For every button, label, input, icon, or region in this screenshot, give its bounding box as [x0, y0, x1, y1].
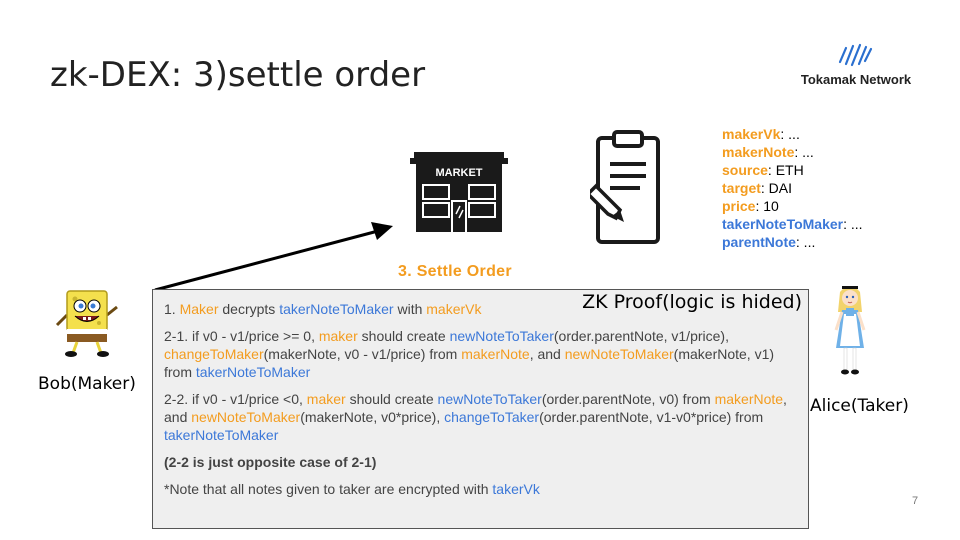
maker-vk-term: makerVk	[426, 301, 482, 317]
param-row: source: ETH	[722, 161, 863, 179]
param-key: source	[722, 162, 768, 178]
text-segment: , and	[529, 346, 565, 362]
text-segment: 1.	[164, 301, 180, 317]
maker-term: maker	[306, 391, 346, 407]
alice-taker-label: Alice(Taker)	[810, 396, 909, 416]
param-value: : ...	[843, 216, 863, 232]
new-note-to-taker-term: newNoteToTaker	[437, 391, 542, 407]
zk-proof-title: ZK Proof(logic is hided)	[582, 291, 802, 313]
param-key: target	[722, 180, 761, 196]
change-to-taker-term: changeToTaker	[444, 409, 540, 425]
settle-order-label: 3. Settle Order	[398, 263, 512, 280]
param-value: : ...	[794, 144, 814, 160]
param-key: makerNote	[722, 144, 795, 160]
page-number: 7	[912, 495, 919, 507]
step-1: 1. Maker decrypts takerNoteToMaker with …	[164, 300, 797, 318]
text-segment: (makerNote, v1) from	[164, 346, 775, 380]
text-segment: (order.parentNote, v1/price),	[553, 328, 729, 344]
param-value: : ...	[795, 234, 816, 250]
maker-term: maker	[318, 328, 358, 344]
maker-note-term: makerNote	[714, 391, 784, 407]
text-segment: (order.parentNote, v0) from	[541, 391, 715, 407]
text-segment: 2-1. if v0 - v1/price >= 0,	[164, 328, 319, 344]
param-row: price: 10	[722, 197, 863, 215]
text-segment: (makerNote, v0*price),	[300, 409, 445, 425]
tokamak-swirl-icon	[838, 43, 873, 67]
param-value: : 10	[755, 198, 779, 214]
param-row: takerNoteToMaker: ...	[722, 215, 863, 233]
alice-taker-avatar	[834, 286, 866, 375]
clipboard-icon	[590, 130, 660, 244]
new-note-to-maker-term: newNoteToMaker	[564, 346, 674, 362]
text-segment: *Note that all notes given to taker are …	[164, 481, 493, 497]
change-to-maker-term: changeToMaker	[164, 346, 264, 362]
bob-maker-label: Bob(Maker)	[38, 374, 136, 394]
order-params-list: makerVk: ... makerNote: ... source: ETH …	[722, 125, 863, 251]
param-value: : DAI	[760, 180, 793, 196]
new-note-to-maker-term: newNoteToMaker	[191, 409, 301, 425]
step-2-2-note: (2-2 is just opposite case of 2-1)	[164, 454, 377, 470]
param-value: : ETH	[767, 162, 804, 178]
taker-note-to-maker-term: takerNoteToMaker	[195, 364, 311, 380]
text-segment: (order.parentNote, v1-v0*price) from	[539, 409, 764, 425]
logo-text: Tokamak Network	[800, 72, 912, 87]
taker-vk-term: takerVk	[492, 481, 540, 497]
new-note-to-taker-term: newNoteToTaker	[449, 328, 554, 344]
maker-note-term: makerNote	[461, 346, 530, 362]
text-segment: , and	[164, 391, 787, 425]
encryption-note: *Note that all notes given to taker are …	[164, 480, 797, 498]
slide-title: zk-DEX: 3)settle order	[50, 55, 426, 95]
text-segment: with	[393, 301, 427, 317]
text-segment: should create	[357, 328, 450, 344]
zk-proof-logic-box: ZK Proof(logic is hided) 1. Maker decryp…	[152, 289, 809, 529]
bob-maker-avatar	[55, 290, 118, 357]
param-row: makerVk: ...	[722, 125, 863, 143]
param-key: makerVk	[722, 126, 781, 142]
maker-term: Maker	[179, 301, 219, 317]
step-2-2: 2-2. if v0 - v1/price <0, maker should c…	[164, 390, 797, 444]
text-segment: 2-2. if v0 - v1/price <0,	[164, 391, 307, 407]
svg-text:MARKET: MARKET	[435, 167, 482, 179]
param-key: takerNoteToMaker	[722, 216, 844, 232]
param-row: makerNote: ...	[722, 143, 863, 161]
param-key: price	[722, 198, 756, 214]
param-row: parentNote: ...	[722, 233, 863, 251]
text-segment: (makerNote, v0 - v1/price) from	[263, 346, 462, 362]
tokamak-logo: Tokamak Network	[786, 42, 926, 87]
market-icon: MARKET	[410, 152, 508, 232]
text-segment: should create	[345, 391, 438, 407]
step-2-1: 2-1. if v0 - v1/price >= 0, maker should…	[164, 327, 797, 381]
taker-note-to-maker-term: takerNoteToMaker	[164, 427, 279, 443]
param-key: parentNote	[722, 234, 796, 250]
taker-note-to-maker-term: takerNoteToMaker	[279, 301, 394, 317]
param-value: : ...	[780, 126, 800, 142]
text-segment: decrypts	[218, 301, 280, 317]
param-row: target: DAI	[722, 179, 863, 197]
